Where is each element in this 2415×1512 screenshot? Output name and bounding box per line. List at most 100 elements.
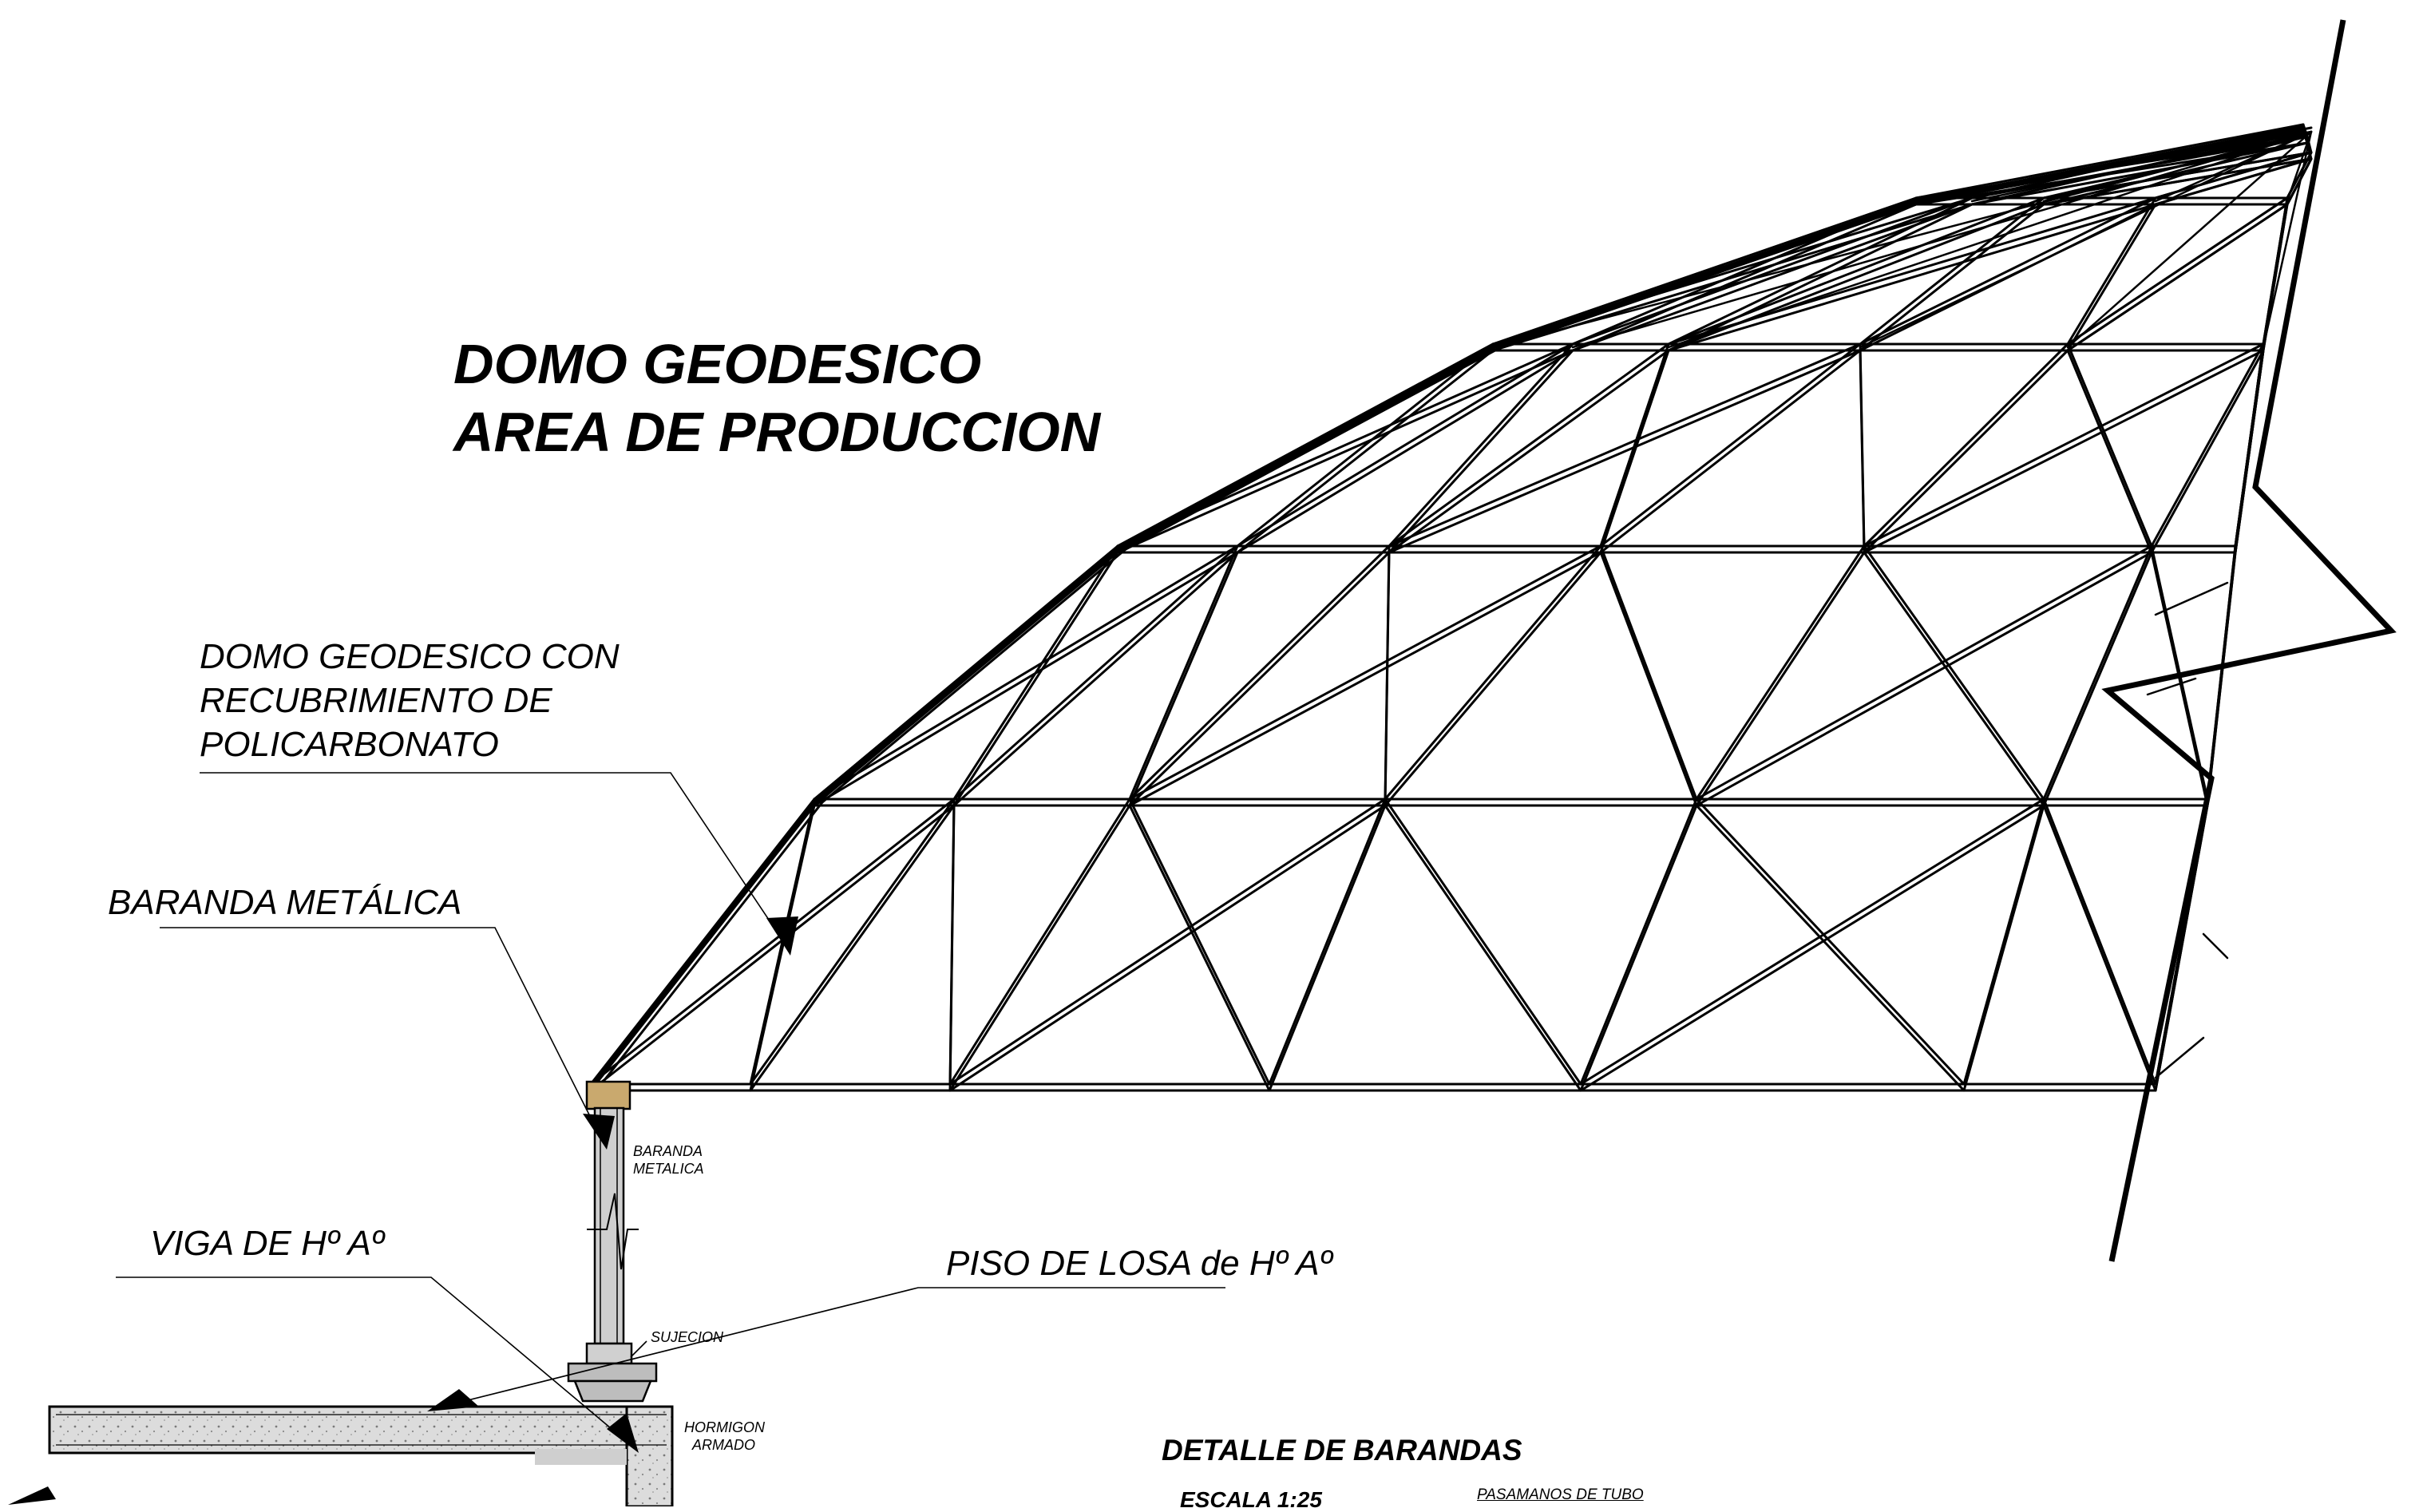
dome-strut: [1116, 342, 1574, 548]
concrete-small-line2: ARMADO: [692, 1436, 756, 1453]
anchor-pedestal: [573, 1379, 652, 1403]
concrete-small-line1: HORMIGON: [684, 1419, 765, 1435]
dome-strut: [2286, 130, 2313, 203]
section-break-line: [2101, 19, 2397, 1262]
dome-strut: [1236, 342, 1495, 548]
dome-strut: [1388, 342, 1574, 548]
dome-strut: [1128, 544, 1239, 801]
dome-strut: [1579, 804, 1698, 1092]
dome-strut: [2154, 157, 2313, 206]
slab-arrowhead: [427, 1389, 479, 1411]
dome-strut: [1599, 349, 1862, 554]
dome-strut: [1599, 349, 1670, 554]
dome-strut: [2154, 1036, 2205, 1079]
dome-strut: [2154, 581, 2229, 616]
dome-strut: [588, 800, 817, 1090]
dome-strut: [952, 544, 1239, 801]
dome-strut: [821, 548, 1127, 804]
dome-strut: [1863, 342, 2069, 548]
dome-strut: [1599, 551, 1698, 807]
dome-strut: [813, 544, 1239, 801]
dome-strut: [589, 798, 816, 1086]
dome-strut: [2042, 551, 2153, 807]
dome-strut: [1384, 544, 1602, 801]
dome-strut: [1859, 349, 1866, 554]
dome-strut: [1667, 130, 2313, 349]
scale-label: ESCALA 1:25: [1180, 1487, 1322, 1512]
detail-title: DETALLE DE BARANDAS: [1162, 1434, 1522, 1466]
dome-strut: [1571, 196, 1918, 346]
dome-strut: [1128, 544, 1391, 801]
post-break-symbol: [587, 1193, 639, 1270]
dome-strut: [1962, 804, 2045, 1092]
drawing-title-line2: AREA DE PRODUCCION: [453, 401, 1101, 463]
stair-block: [535, 1449, 627, 1465]
dome-callout-line1: DOMO GEODESICO CON: [200, 637, 620, 676]
dome-strut: [1115, 345, 1495, 552]
dome-strut: [1384, 804, 1582, 1092]
fastening-label: SUJECION: [651, 1329, 724, 1345]
dome-strut: [1236, 349, 1574, 554]
leader-lines: [116, 772, 1225, 1446]
dome-strut: [2066, 196, 2289, 346]
dome-strut: [2042, 130, 2313, 203]
dome-strut: [2066, 130, 2313, 349]
dome-strut: [1128, 551, 1391, 807]
dome-strut: [1695, 544, 1866, 801]
dome-strut: [1914, 130, 2313, 203]
dome-callout: DOMO GEODESICO CON RECUBRIMIENTO DE POLI…: [200, 637, 620, 765]
dome-strut: [1388, 349, 1574, 554]
dome-strut: [1859, 196, 2045, 346]
dome-strut: [1695, 544, 2153, 801]
dome-strut: [1863, 349, 2265, 554]
dome-strut: [749, 804, 956, 1092]
dome-strut: [2066, 203, 2289, 352]
dome-strut: [2150, 349, 2265, 554]
railing-post: [593, 1106, 625, 1345]
beam-arrowhead: [607, 1413, 639, 1453]
dome-strut: [1491, 196, 1974, 346]
dome-strut: [1859, 130, 2313, 349]
dome-strut: [1128, 798, 1271, 1086]
dome-strut: [1970, 130, 2313, 203]
dome-strut: [1863, 551, 2045, 807]
dome-strut: [2066, 349, 2153, 554]
dome-strut: [1695, 798, 1966, 1086]
dome-strut: [597, 801, 824, 1089]
dome-strut: [1599, 342, 1670, 548]
corner-arrowhead: [8, 1486, 56, 1505]
dome-strut: [749, 804, 816, 1092]
dome-strut: [589, 804, 816, 1092]
dome-leader: [200, 772, 787, 947]
beam-callout: VIGA DE Hº Aº: [150, 1224, 384, 1263]
dome-strut: [2066, 196, 2157, 346]
dome-strut: [952, 551, 1239, 807]
dome-strut: [1128, 551, 1602, 807]
edge-beam: [625, 1405, 674, 1506]
dome-strut: [2154, 130, 2313, 203]
arrowheads: [8, 916, 798, 1505]
dome-strut: [1667, 196, 1974, 346]
dome-strut: [1863, 544, 2045, 801]
floor-slab: [48, 1405, 674, 1455]
dome-strut: [1388, 349, 1862, 554]
dome-strut: [1599, 544, 1698, 801]
railing-arrowhead: [583, 1114, 615, 1150]
slab-leader: [438, 1287, 1225, 1408]
dome-strut: [1695, 551, 2153, 807]
railing-post-detail: [567, 1080, 658, 1403]
dome-strut: [1914, 123, 2305, 200]
dome-strut: [2202, 932, 2229, 960]
railing-callout: BARANDA METÁLICA: [108, 883, 462, 922]
dome-strut: [1491, 196, 1918, 346]
dome-strut: [2262, 130, 2313, 349]
dome-strut: [1116, 342, 1495, 548]
dome-callout-line3: POLICARBONATO: [200, 725, 499, 765]
dome-strut: [1236, 342, 1574, 548]
dome-strut: [2150, 342, 2265, 548]
railing-leader: [160, 927, 604, 1142]
top-bracket: [585, 1080, 631, 1110]
dome-strut: [2150, 551, 2209, 807]
fastening-leader: [630, 1340, 647, 1358]
dome-strut: [2234, 349, 2265, 554]
